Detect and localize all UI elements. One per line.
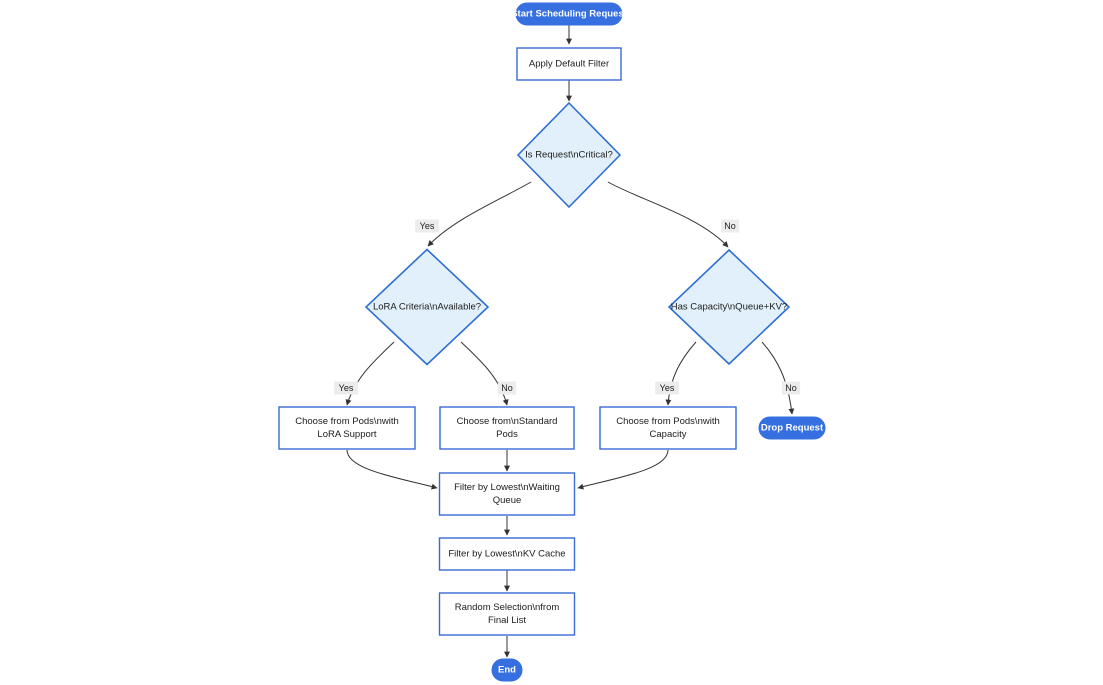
node-label: LoRA Criteria\nAvailable? — [373, 302, 481, 313]
edge-label-text: Yes — [660, 383, 675, 393]
node-label: Capacity — [650, 429, 687, 440]
node-label: Is Request\nCritical? — [525, 150, 613, 161]
node-label: Has Capacity\nQueue+KV? — [671, 302, 787, 313]
edge-label-e7: Yes — [655, 381, 679, 395]
node-shape-rect — [278, 406, 416, 450]
node-shape-stadium — [758, 416, 826, 440]
node-label: Apply Default Filter — [529, 59, 609, 70]
edge-label-text: No — [501, 383, 513, 393]
node-shape-diamond — [364, 248, 490, 366]
edge-label-e6: No — [497, 381, 517, 395]
flow-node-drop_request[interactable]: Drop Request — [758, 416, 826, 440]
node-label: Drop Request — [761, 423, 824, 434]
node-shape-diamond — [516, 101, 622, 209]
node-label: Random Selection\nfrom — [455, 602, 560, 613]
node-label: Final List — [488, 615, 526, 626]
node-shape-rect — [599, 406, 737, 450]
edge-label-text: Yes — [420, 221, 435, 231]
edge-label-e5: Yes — [334, 381, 358, 395]
node-label: Queue — [493, 495, 522, 506]
edge-label-e8: No — [781, 381, 801, 395]
node-shape-rect — [438, 592, 576, 636]
edge-label-chip — [655, 381, 679, 395]
edge-label-text: No — [724, 221, 736, 231]
edge-label-text: Yes — [339, 383, 354, 393]
edges-layer — [345, 25, 795, 658]
edge-label-text: No — [785, 383, 797, 393]
node-shape-stadium — [491, 658, 523, 682]
flow-edge — [607, 181, 729, 248]
edge-label-chip — [497, 381, 517, 395]
flow-node-filter_kv[interactable]: Filter by Lowest\nKV Cache — [438, 537, 576, 571]
flow-node-start[interactable]: Start Scheduling Request — [511, 2, 628, 26]
flow-edge — [761, 341, 795, 415]
node-label: Choose from Pods\nwith — [616, 416, 720, 427]
node-label: LoRA Support — [317, 429, 377, 440]
flow-edge — [665, 341, 697, 406]
flow-node-end[interactable]: End — [491, 658, 523, 682]
node-label: Start Scheduling Request — [511, 9, 627, 20]
node-shape-rect — [439, 406, 575, 450]
node-shape-rect — [438, 537, 576, 571]
node-label: Filter by Lowest\nWaiting — [454, 482, 560, 493]
edge-label-chip — [415, 219, 439, 233]
flow-node-lora_criteria[interactable]: LoRA Criteria\nAvailable? — [364, 248, 490, 366]
edge-label-e3: Yes — [415, 219, 439, 233]
flow-edge — [345, 341, 395, 406]
node-shape-rect — [516, 47, 622, 81]
node-label: Choose from Pods\nwith — [295, 416, 399, 427]
flow-edge — [460, 341, 509, 406]
edge-label-chip — [720, 219, 740, 233]
flow-edge — [346, 449, 438, 490]
node-label: End — [498, 665, 516, 676]
edge-label-e4: No — [720, 219, 740, 233]
node-label: Filter by Lowest\nKV Cache — [448, 549, 565, 560]
node-shape-diamond — [667, 248, 791, 366]
node-label: Pods — [496, 429, 518, 440]
flow-node-is_critical[interactable]: Is Request\nCritical? — [516, 101, 622, 209]
flow-edge — [577, 449, 669, 490]
node-shape-rect — [438, 472, 576, 516]
flow-node-has_capacity[interactable]: Has Capacity\nQueue+KV? — [667, 248, 791, 366]
edge-label-chip — [781, 381, 801, 395]
flow-edge — [427, 181, 532, 247]
edge-label-chip — [334, 381, 358, 395]
node-label: Choose from\nStandard — [457, 416, 558, 427]
node-shape-stadium — [515, 2, 623, 26]
flow-node-apply_filter[interactable]: Apply Default Filter — [516, 47, 622, 81]
